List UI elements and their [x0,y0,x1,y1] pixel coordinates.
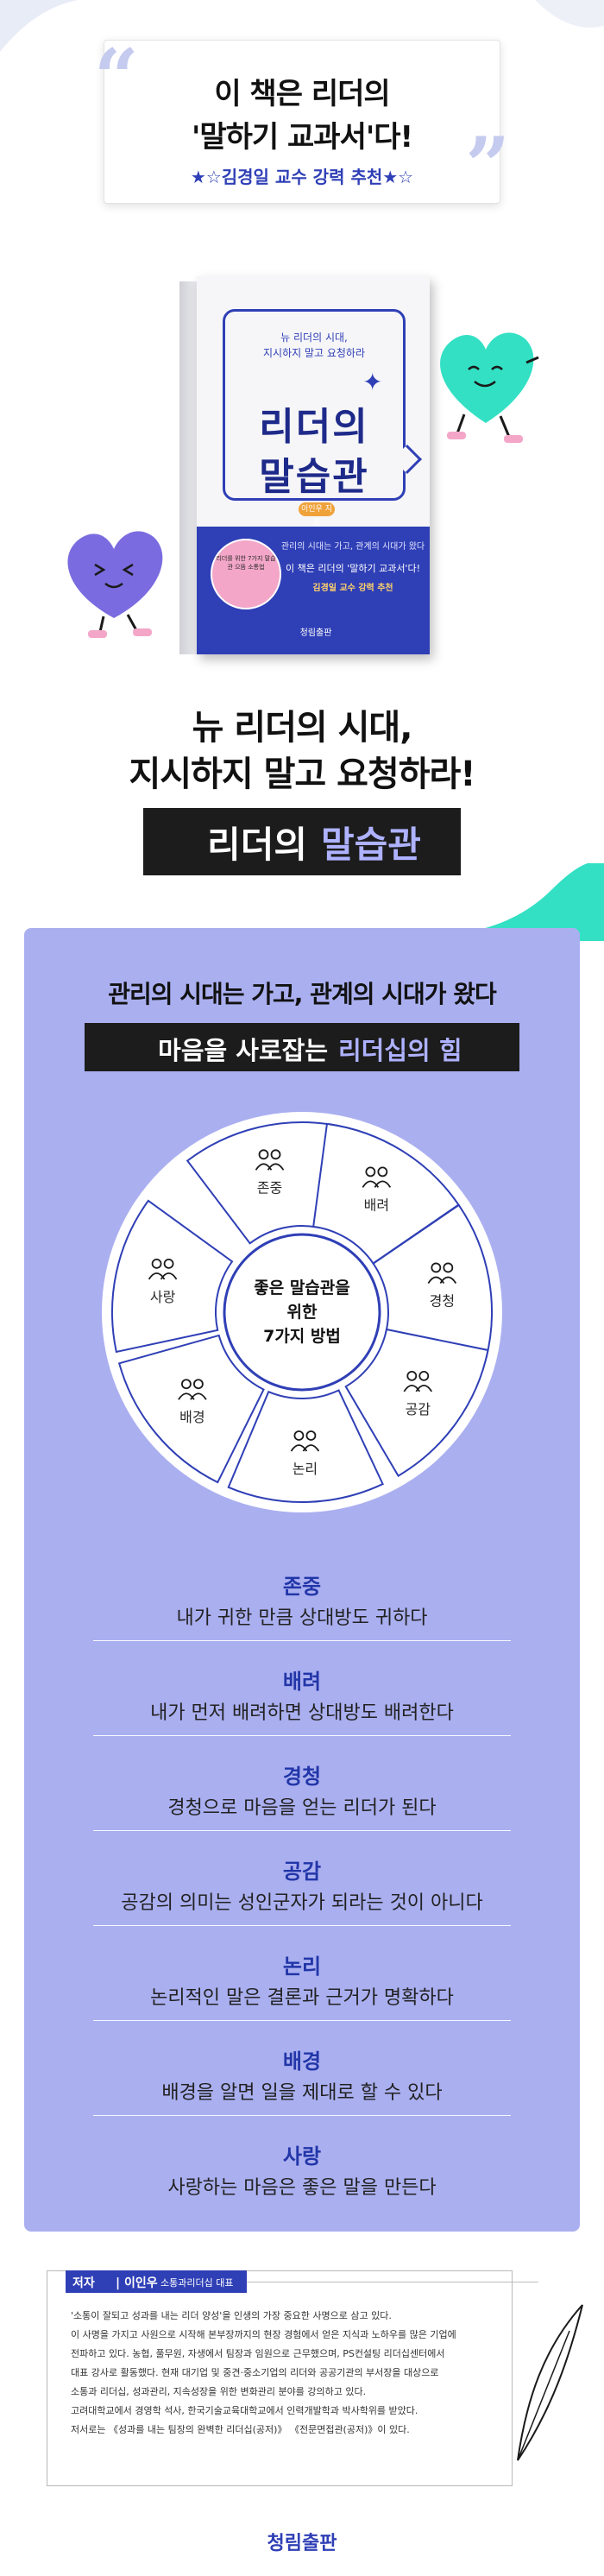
virtue-desc: 공감의 의미는 성인군자가 되라는 것이 아니다 [121,1892,483,1914]
book-cover-image: 뉴 리더의 시대, 지시하지 말고 요청하라 ✦ 리더의 말습관 이인우 지음 … [179,276,430,654]
book-front: 뉴 리더의 시대, 지시하지 말고 요청하라 ✦ 리더의 말습관 이인우 지음 … [197,276,430,654]
book-subtitle-2: 지시하지 말고 요청하라 [262,347,366,359]
author-bio-line: 저서로는 《성과를 내는 팀장의 완벽한 리더십(공저)》 《전문면접관(공저)… [71,2424,410,2435]
divider [93,1830,511,1831]
listen-icon [427,1262,457,1284]
quote-line-2: '말하기 교과서'다! [191,120,413,155]
virtue-desc: 논리적인 말은 결론과 근거가 명확하다 [150,1987,454,2009]
corner-decoration [0,0,604,52]
author-label: 저자 [72,2276,95,2290]
author-tag [66,2270,247,2293]
virtue-desc: 배경을 알면 일을 제대로 할 수 있다 [161,2082,443,2104]
virtue-desc: 경청으로 마음을 얻는 리더가 된다 [167,1797,437,1819]
wheel-center-line-2: 위한 [287,1303,318,1322]
fingerprint-icon [290,1430,320,1452]
virtue-title: 논리 [282,1954,322,1979]
book-title-1: 리더의 [259,405,369,449]
wheel-segment [111,1199,234,1354]
divider [93,1925,511,1926]
quote-card: “ ” 이 책은 리더의 '말하기 교과서'다! ★☆김경일 교수 강력 추천★… [94,39,510,205]
virtue-title: 공감 [282,1859,322,1884]
virtue-desc: 내가 먼저 배려하면 상대방도 배려한다 [150,1702,454,1724]
author-bio-line: 전파하고 있다. 농협, 풀무원, 자생에서 팀장과 임원으로 근무했으며, P… [71,2348,445,2359]
wheel-center-circle [223,1233,381,1392]
wheel-center-line-1: 좋은 말습관을 [254,1279,350,1297]
publisher-logo: 청림출판 [267,2532,337,2554]
author-bio-line: 대표 강사로 활동했다. 현재 대기업 및 중견·중소기업의 리더와 공공기관의… [71,2367,439,2378]
title-box-text-highlight: 말습관 [321,824,421,866]
wheel-segment-label: 사랑 [150,1289,176,1305]
headline-line-2: 지시하지 말고 요청하라! [129,754,475,794]
quill-decoration-icon [517,2304,583,2461]
book-author: 이인우 지음 [299,502,335,527]
wheel-segment-label: 논리 [293,1461,318,1477]
head-icon [178,1379,207,1400]
purple-heart-character-icon [67,531,163,638]
author-bio-line: 이 사명을 가지고 사원으로 시작해 본부장까지의 현장 경험에서 얻은 지식과… [71,2329,456,2340]
wheel-center-line-3: 7가지 방법 [263,1327,341,1346]
virtue-title: 배려 [282,1670,322,1694]
headline-line-1: 뉴 리더의 시대, [192,708,413,748]
recommendation-text: ★☆김경일 교수 강력 추천★☆ [190,167,414,187]
virtue-title: 사랑 [282,2144,322,2169]
author-name: | 이인우 [116,2276,158,2290]
book-badge [211,539,281,609]
divider [93,2115,511,2116]
wheel-segment [227,1389,384,1503]
wheel-segment-label: 존중 [257,1179,282,1196]
book-band-line-1: 관리의 시대는 가고, 관계의 시대가 왔다 [280,542,425,552]
divider [93,1640,511,1641]
virtue-desc: 사랑하는 마음은 좋은 말을 만든다 [167,2177,437,2199]
author-bio-line: 고려대학교에서 경영학 석사, 한국기술교육대학교에서 인력개발학과 박사학위를… [71,2405,418,2416]
virtue-title: 배경 [282,2049,322,2074]
wheel-segment [117,1334,265,1484]
title-box-text-white: 리더의 [207,824,307,866]
wave-decoration [466,863,604,941]
book-title-2: 말습관 [259,455,369,499]
panel-title-box [85,1023,519,1071]
book-publisher: 청림출판 [299,628,332,638]
author-role: 소통과리더십 대표 [160,2277,234,2289]
panel-title-text-white: 마음을 사로잡는 [158,1036,328,1065]
care-icon [362,1166,392,1188]
author-bio-line: '소통이 잘되고 성과를 내는 리더 양성'을 인생의 가장 중요한 사명으로 … [71,2310,392,2321]
panel-title-text-highlight: 리더십의 힘 [338,1036,462,1065]
book-badge-text: 리더를 위한 7가지 말습관 으뜸 소통법 [216,555,276,571]
speech-bubble-frame [223,309,406,501]
umbrella-icon [403,1370,433,1392]
wheel-segment-label: 배경 [179,1409,204,1425]
wheel-segment-label: 경청 [430,1292,455,1309]
quote-line-1: 이 책은 리더의 [214,77,390,111]
virtue-title: 존중 [282,1575,322,1599]
mint-heart-character-icon [440,332,539,443]
close-quote-icon: ” [465,120,510,212]
virtue-title: 경청 [282,1765,322,1789]
divider [93,2020,511,2021]
people-icon [255,1149,285,1171]
virtue-desc: 내가 귀한 만큼 상대방도 귀하다 [176,1607,428,1629]
wheel-segment-label: 공감 [406,1401,431,1417]
title-box [143,808,461,875]
panel-subtitle: 관리의 시대는 가고, 관계의 시대가 왔다 [108,980,497,1008]
book-band-line-2: 이 책은 리더의 '말하기 교과서'다! [285,563,420,574]
author-box [47,2270,513,2486]
book-subtitle-1: 뉴 리더의 시대, [280,331,348,344]
author-bio-line: 소통과 리더십, 성과관리, 지속성장을 위한 변화관리 분야를 강의하고 있다… [71,2386,367,2397]
sparkle-icon: ✦ [362,368,383,396]
wheel-segment-label: 배려 [364,1196,389,1213]
wheel-segment [344,1328,489,1477]
divider [93,1735,511,1736]
heart-hand-icon [148,1258,178,1280]
open-quote-icon: “ [94,32,139,123]
book-band-line-3: 김경일 교수 강력 추천 [312,584,393,593]
